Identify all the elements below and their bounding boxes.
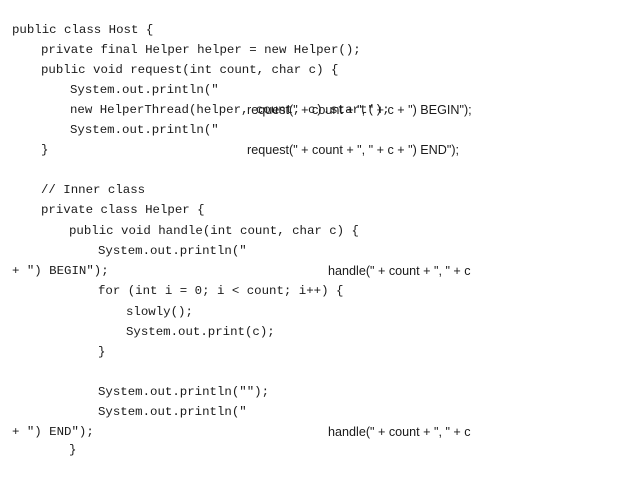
code-comment: // Inner class xyxy=(41,183,146,197)
code-text: for (int i = 0; i < count; i++) { xyxy=(98,284,344,298)
code-line-10: public void handle(int count, char c) { xyxy=(0,201,359,238)
code-line-13: for (int i = 0; i < count; i++) { xyxy=(0,261,343,298)
code-text: public void request(int count, char c) { xyxy=(41,63,339,77)
code-line-18: System.out.println(" handle(" + count + … xyxy=(0,382,471,439)
code-line-4: System.out.println(" request(" + count +… xyxy=(0,60,472,117)
code-line-17: System.out.println(""); xyxy=(0,362,269,399)
code-line-7: } xyxy=(0,120,48,157)
code-text: System.out.println(" xyxy=(70,123,219,137)
code-line-1: public class Host { xyxy=(0,0,153,37)
code-text: System.out.println(""); xyxy=(98,385,270,399)
code-line-9: private class Helper { xyxy=(0,180,205,217)
code-text: + ") END"); xyxy=(12,425,94,439)
code-listing: public class Host { private final Helper… xyxy=(0,0,472,457)
code-text: } xyxy=(69,443,77,457)
string-literal: request(" + count + ", " + c + ") END"); xyxy=(247,143,460,157)
code-line-12: + ") BEGIN"); xyxy=(0,241,109,278)
code-line-14: slowly(); xyxy=(0,282,193,319)
code-text: } xyxy=(98,345,106,359)
code-line-15: System.out.print(c); xyxy=(0,302,275,339)
code-text: public void handle(int count, char c) { xyxy=(69,224,359,238)
code-line-6: System.out.println(" request(" + count +… xyxy=(0,100,459,157)
code-line-16: } xyxy=(0,322,105,359)
code-line-2: private final Helper helper = new Helper… xyxy=(0,20,361,57)
code-text: } xyxy=(41,143,49,157)
code-line-5: new HelperThread(helper, count, c).start… xyxy=(0,80,390,117)
code-text: System.out.println(" xyxy=(70,83,219,97)
code-text: System.out.println(" xyxy=(98,405,247,419)
code-text: slowly(); xyxy=(126,305,193,319)
code-line-8: // Inner class xyxy=(0,160,145,197)
code-text: new HelperThread(helper, count, c).start… xyxy=(70,103,390,117)
code-line-19: + ") END"); xyxy=(0,402,94,439)
code-line-11: System.out.println(" handle(" + count + … xyxy=(0,221,471,278)
code-text: public class Host { xyxy=(12,23,154,37)
code-text: private final Helper helper = new Helper… xyxy=(41,43,361,57)
code-line-3: public void request(int count, char c) { xyxy=(0,40,338,77)
code-text: private class Helper { xyxy=(41,203,205,217)
code-text: System.out.print(c); xyxy=(126,325,275,339)
string-literal: handle(" + count + ", " + c xyxy=(328,264,471,278)
string-literal: request(" + count + ", " + c + ") BEGIN"… xyxy=(247,103,472,117)
code-text: System.out.println(" xyxy=(98,244,247,258)
string-literal: handle(" + count + ", " + c xyxy=(328,425,471,439)
code-line-20: } xyxy=(0,420,76,457)
code-text: + ") BEGIN"); xyxy=(12,264,109,278)
